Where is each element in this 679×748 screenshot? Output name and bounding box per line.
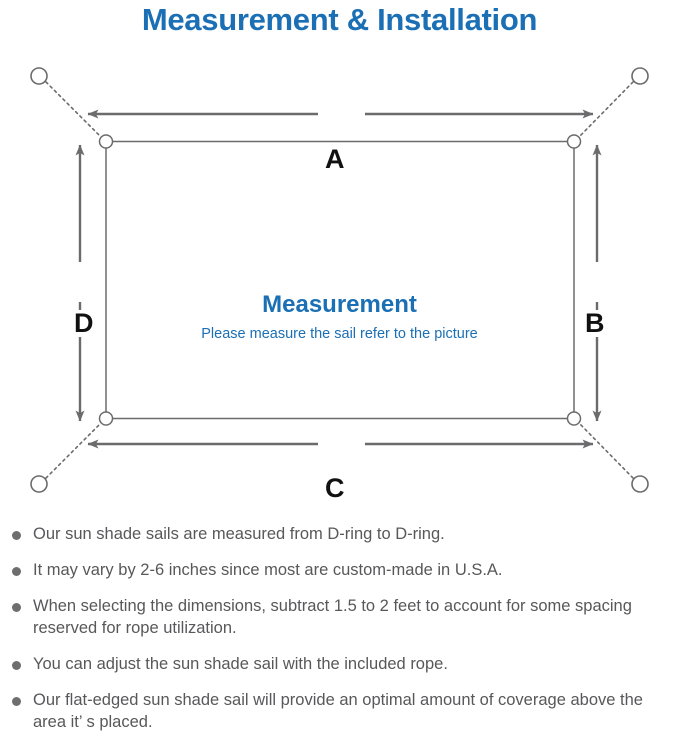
rope-bottom-left [45, 422, 102, 479]
d-ring-bottom-left-icon [98, 411, 114, 426]
measurement-subtext: Please measure the sail refer to the pic… [201, 326, 478, 342]
list-item: Our sun shade sails are measured from D-… [0, 524, 679, 546]
list-item-text: You can adjust the sun shade sail with t… [33, 654, 448, 673]
rope-bottom-right [578, 422, 634, 479]
notes-list: Our sun shade sails are measured from D-… [0, 524, 679, 748]
d-ring-bottom-right-icon [566, 411, 582, 426]
measurement-heading: Measurement [262, 291, 417, 318]
d-ring-top-left-icon [98, 134, 114, 149]
list-item: It may vary by 2-6 inches since most are… [0, 560, 679, 582]
sail-outline [105, 140, 575, 420]
dimension-label-c: C [318, 475, 352, 502]
rope-top-left [45, 81, 102, 138]
diagram-svg [30, 67, 649, 493]
list-item-text: When selecting the dimensions, subtract … [33, 596, 632, 637]
page-title: Measurement & Installation [141, 2, 538, 37]
bullet-icon [12, 660, 21, 670]
list-item: Our flat-edged sun shade sail will provi… [0, 690, 679, 734]
list-item-text: It may vary by 2-6 inches since most are… [33, 560, 503, 579]
rope-top-right [578, 81, 634, 138]
dimension-label-b: B [578, 310, 612, 337]
list-item-text: Our sun shade sails are measured from D-… [33, 525, 445, 543]
measurement-diagram: Measurement Please measure the sail refe… [0, 48, 679, 518]
bullet-icon [12, 566, 21, 576]
d-ring-top-right-icon [566, 134, 582, 149]
anchor-top-left-icon [30, 67, 48, 85]
list-item-text: Our flat-edged sun shade sail will provi… [33, 690, 643, 731]
dimension-label-a: A [318, 146, 352, 173]
bullet-icon [12, 696, 21, 706]
dimension-label-d: D [67, 310, 101, 337]
bullet-icon [12, 531, 21, 540]
anchor-top-right-icon [631, 67, 649, 85]
bullet-icon [12, 602, 21, 612]
anchor-bottom-left-icon [30, 475, 48, 493]
anchor-bottom-right-icon [631, 475, 649, 493]
list-item: When selecting the dimensions, subtract … [0, 596, 679, 640]
list-item: You can adjust the sun shade sail with t… [0, 654, 679, 676]
